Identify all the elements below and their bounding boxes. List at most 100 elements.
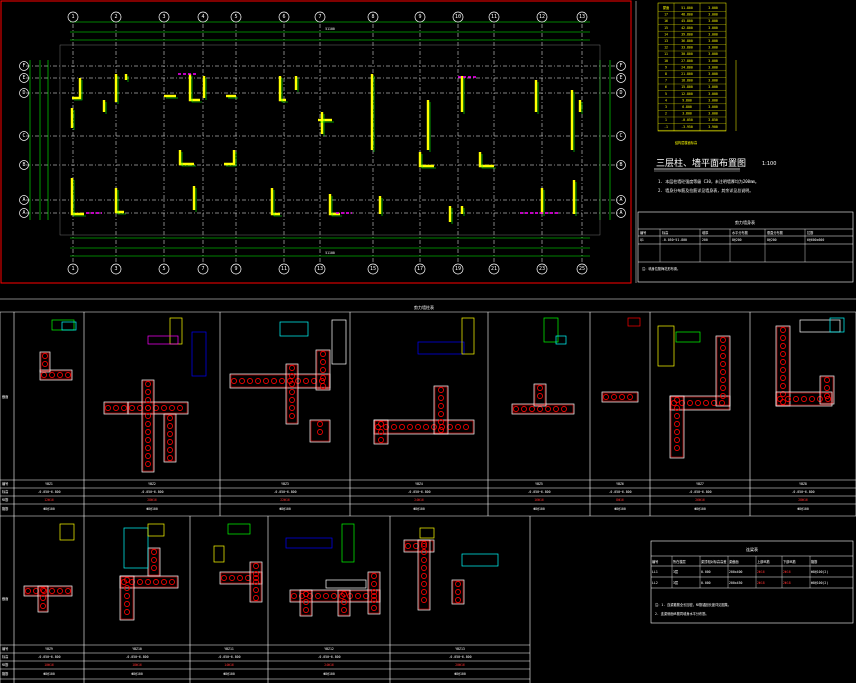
detail-callout [419,527,435,539]
shear-wall [478,152,494,168]
rebar [145,429,151,435]
rebar [289,397,295,403]
rebar [253,587,259,593]
rebar [619,394,625,400]
floor-table-level: 12 [664,46,668,50]
column-elev: -0.050~6.800 [37,655,60,659]
axis-bubble-left [19,195,29,205]
floor-table-level: 屋面 [663,5,669,10]
rebar [137,579,143,585]
rebar [603,394,609,400]
section-shape [367,571,381,615]
axis-label-right: A [619,210,622,216]
axis-label-left: E [22,75,25,81]
floor-table-level: 7 [665,79,667,83]
section-outline [163,413,177,463]
beam-table-cell: LL1 [652,570,658,574]
wall-outline [421,154,436,169]
row-label: 箍筋 [2,506,8,511]
column-bars: 22Φ16 [280,498,290,502]
dimension-lines [29,21,611,257]
stirrup [40,352,50,372]
rebar [124,585,130,591]
schedule-title: 剪力墙柱表 [414,304,434,310]
section-outline [299,589,313,617]
rebar [279,378,285,384]
section-outline [147,547,161,577]
rebar [33,588,39,594]
rebar [513,406,519,412]
rebar [129,405,135,411]
rebar [231,378,237,384]
rebar [780,399,786,405]
column-bars: 28Φ16 [147,498,157,502]
stirrup [338,590,350,616]
beam-table-cell: 0.000 [701,570,711,574]
axis-bubble-bottom [414,263,426,275]
floor-table-level: 9 [665,65,667,69]
beam-note-2: 2. 连梁侧面纵筋同墙身水平分布筋。 [655,611,709,616]
rebar [405,543,411,549]
detail-callout [657,325,675,367]
column-stirrup: Φ8@100 [43,672,55,676]
row-label: 标高 [2,489,8,494]
axis-label-bottom: 23 [539,266,545,272]
section-outline [289,589,381,603]
beam-table-cell: 2Φ18 [757,581,765,585]
detail-callout [331,319,347,365]
detail-callout [555,335,567,345]
axis-bubble-bottom [67,263,79,275]
rebar [145,413,151,419]
rebar [289,389,295,395]
column-elev: -0.050~6.800 [608,490,631,494]
rebar [124,577,130,583]
floor-table-height: 3.850 [708,118,718,122]
rebar [793,396,799,402]
axis-bubble-top [110,11,122,23]
rebar [421,549,427,555]
section-shape [309,419,331,443]
floor-table-elev: -3.950 [681,125,693,129]
rebar [720,345,726,351]
axis-label-bottom: 9 [234,266,237,272]
floor-table-height: 3.000 [708,85,718,89]
stirrup [142,380,154,472]
beam-table-cell: Φ8@100(2) [811,570,828,574]
rebar [780,359,786,365]
rebar [239,378,245,384]
detail-callout [829,317,845,333]
section-shape [103,401,129,415]
rebar [303,591,309,597]
section-outline [417,539,431,611]
rebar [611,394,617,400]
column-stirrup: Φ8@100 [694,507,706,511]
rebar [780,351,786,357]
axis-label-top: 9 [418,14,421,20]
rebar [455,597,461,603]
floor-table-level: 13 [664,39,668,43]
stirrup [534,384,546,406]
floor-table-elev: 36.800 [681,39,693,43]
rebar [320,383,326,389]
section-outline [715,335,731,407]
section-shape [373,419,475,435]
axis-bubble-top [414,11,426,23]
axis-bubble-bottom [576,263,588,275]
detail-callout [543,317,559,343]
axis-bubble-top [452,11,464,23]
rebar [780,375,786,381]
axis-label-top: 5 [234,14,237,20]
column-bars: 28Φ16 [798,498,808,502]
axis-label-top: 3 [162,14,165,20]
rebar [407,424,413,430]
section-outline [373,419,475,435]
section-shape [163,413,177,463]
rebar [253,563,259,569]
column-stirrup: Φ8@100 [533,507,545,511]
axis-bubble-right [616,195,626,205]
column-elev: -0.050~6.800 [317,655,340,659]
axis-bubble-top [67,11,79,23]
column-stirrup: Φ8@100 [413,507,425,511]
floor-table-elev: 39.800 [681,32,693,36]
